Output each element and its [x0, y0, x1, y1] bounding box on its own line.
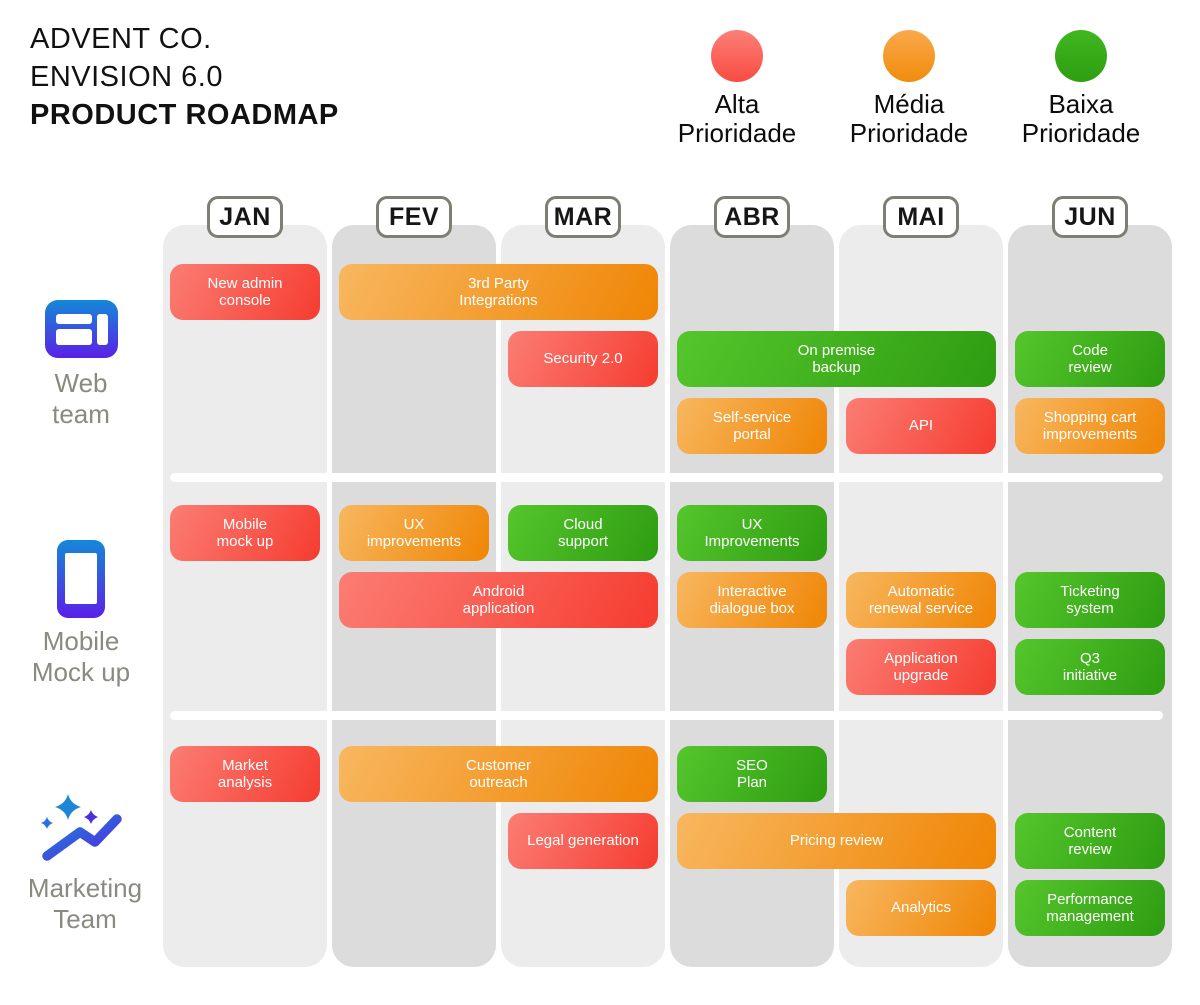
task-bar[interactable]: Android application [339, 572, 658, 628]
month-header-abr: ABR [714, 196, 790, 238]
task-bar[interactable]: Performance management [1015, 880, 1165, 936]
row-separator [170, 473, 1163, 482]
task-bar[interactable]: Q3 initiative [1015, 639, 1165, 695]
legend-label: Alta Prioridade [677, 89, 797, 148]
task-bar[interactable]: SEO Plan [677, 746, 827, 802]
alta-priority-dot-icon [711, 30, 763, 82]
browser-layout-icon-part [56, 329, 92, 345]
month-header-fev: FEV [376, 196, 452, 238]
task-bar[interactable]: Pricing review [677, 813, 996, 869]
baixa-priority-dot-icon [1055, 30, 1107, 82]
month-header-mai: MAI [883, 196, 959, 238]
month-header-jun: JUN [1052, 196, 1128, 238]
column-jan [163, 225, 327, 967]
browser-layout-icon [45, 300, 118, 358]
task-bar[interactable]: Customer outreach [339, 746, 658, 802]
browser-layout-icon-part [56, 314, 92, 324]
task-bar[interactable]: Analytics [846, 880, 996, 936]
browser-layout-icon-part [97, 314, 108, 345]
product-version: ENVISION 6.0 [30, 61, 223, 93]
row-separator [170, 711, 1163, 720]
task-bar[interactable]: Security 2.0 [508, 331, 658, 387]
task-bar[interactable]: UX improvements [339, 505, 489, 561]
task-bar[interactable]: Application upgrade [846, 639, 996, 695]
task-bar[interactable]: Mobile mock up [170, 505, 320, 561]
month-header-mar: MAR [545, 196, 621, 238]
task-bar[interactable]: Shopping cart improvements [1015, 398, 1165, 454]
legend-item-media: Média Prioridade [814, 30, 1004, 148]
task-bar[interactable]: Code review [1015, 331, 1165, 387]
team-label-mobile: Mobile Mock up [31, 626, 131, 687]
team-label-web: Web team [52, 368, 110, 429]
smartphone-screen [65, 553, 97, 604]
legend-item-alta: Alta Prioridade [642, 30, 832, 148]
legend-label: Média Prioridade [849, 89, 969, 148]
sparkline-stars-icon [41, 794, 122, 861]
smartphone-icon [57, 540, 105, 618]
legend-item-baixa: Baixa Prioridade [986, 30, 1176, 148]
task-bar[interactable]: Market analysis [170, 746, 320, 802]
month-header-jan: JAN [207, 196, 283, 238]
task-bar[interactable]: Interactive dialogue box [677, 572, 827, 628]
roadmap-title: PRODUCT ROADMAP [30, 99, 339, 131]
task-bar[interactable]: Cloud support [508, 505, 658, 561]
task-bar[interactable]: On premise backup [677, 331, 996, 387]
page-title: ADVENT CO. ENVISION 6.0 PRODUCT ROADMAP [30, 20, 339, 134]
task-bar[interactable]: Content review [1015, 813, 1165, 869]
team-label-marketing: Marketing Team [27, 873, 143, 934]
task-bar[interactable]: UX Improvements [677, 505, 827, 561]
company-name: ADVENT CO. [30, 23, 212, 55]
task-bar[interactable]: API [846, 398, 996, 454]
task-bar[interactable]: Automatic renewal service [846, 572, 996, 628]
task-bar[interactable]: Self-service portal [677, 398, 827, 454]
task-bar[interactable]: Legal generation [508, 813, 658, 869]
legend-label: Baixa Prioridade [1021, 89, 1141, 148]
task-bar[interactable]: Ticketing system [1015, 572, 1165, 628]
media-priority-dot-icon [883, 30, 935, 82]
task-bar[interactable]: 3rd Party Integrations [339, 264, 658, 320]
task-bar[interactable]: New admin console [170, 264, 320, 320]
